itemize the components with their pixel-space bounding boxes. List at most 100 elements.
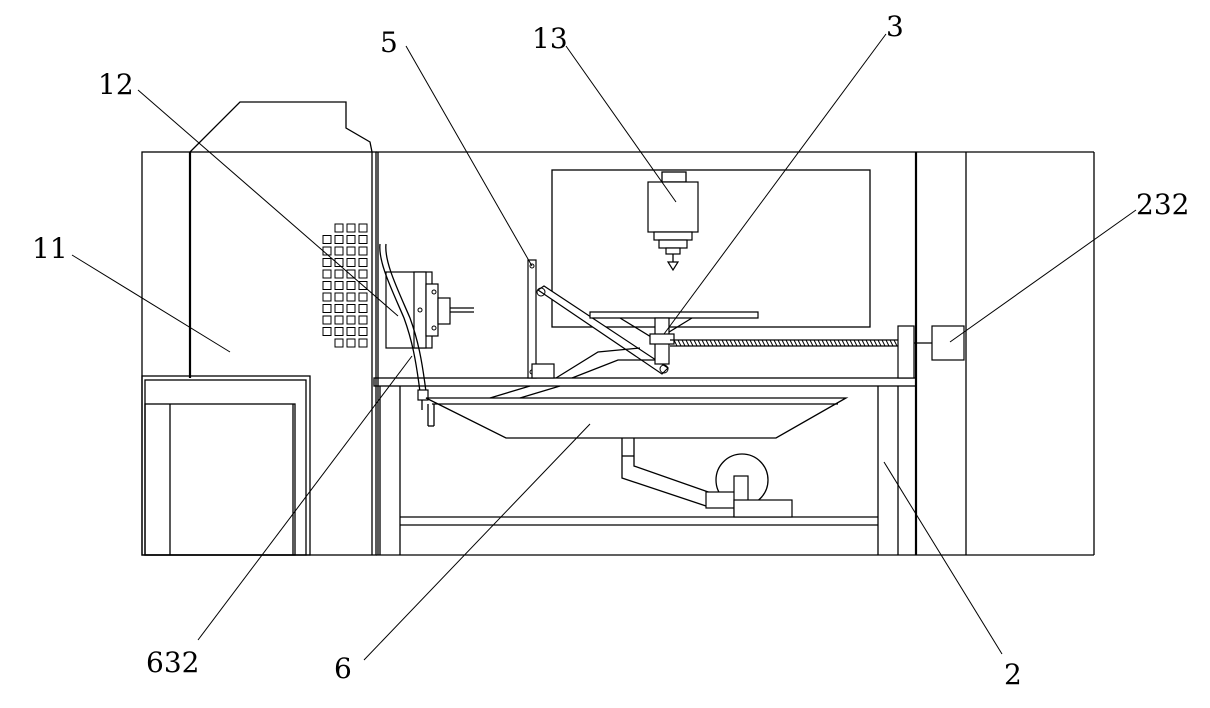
screw-thread [689,339,694,347]
screw-thread [701,339,706,347]
screw-thread [753,339,758,347]
screw-thread [717,339,722,347]
leader-6 [363,423,591,661]
screw-thread [809,339,814,347]
linkage-arm [536,285,759,379]
keypad-key [334,292,344,302]
main-frame [376,151,1095,556]
screw-thread [797,339,802,347]
keypad-key [358,223,368,233]
screw-thread [713,339,718,347]
keypad-key [334,327,344,336]
label-232: 232 [1136,188,1189,221]
keypad-key [358,304,368,313]
keypad-key [322,235,332,244]
screw-thread [769,339,774,347]
keypad-key [358,258,368,267]
keypad-key [346,281,356,290]
left-cabinet [141,151,377,556]
screw-thread [693,339,698,347]
screw-thread [813,339,818,347]
label-11: 11 [32,232,68,265]
screw-thread [725,339,730,347]
keypad-key [358,315,368,325]
spindle-13 [647,171,699,272]
keypad-key [322,281,332,290]
keypad-key [322,327,332,336]
screw-thread [685,339,690,347]
keypad-key [358,281,368,290]
leader-2 [883,461,1003,655]
screw-thread [709,339,714,347]
keypad-key [334,315,344,325]
leader-lines [71,33,1137,661]
screw-thread [877,339,882,347]
screw-thread [793,339,798,347]
screw-thread [873,339,878,347]
label-5: 5 [380,26,398,59]
control-panel-housing [189,101,379,555]
screw-thread [729,339,734,347]
spindle-window [551,169,871,328]
screw-thread [741,339,746,347]
leader-12 [137,89,399,317]
screw-thread [745,339,750,347]
lead-screw [670,325,965,379]
keypad-key [334,235,344,244]
part-labels: 11 12 5 13 3 232 632 6 2 [32,10,1189,691]
keypad-key [346,223,356,233]
screw-thread [805,339,810,347]
screw-thread [821,339,826,347]
drain-pump [621,438,793,518]
screw-thread [825,339,830,347]
screw-thread [673,339,678,347]
plate-5 [527,259,555,379]
keypad-key [334,246,344,256]
screw-thread [785,339,790,347]
screw-thread [885,339,890,347]
screw-thread [737,339,742,347]
keypad-key [346,304,356,313]
keypad-key [334,269,344,279]
work-table [373,377,917,387]
leader-3 [663,33,887,335]
screw-thread [697,339,702,347]
keypad-key [334,338,344,348]
screw-thread [765,339,770,347]
keypad-key [346,338,356,348]
keypad-key [334,223,344,233]
keypad-grid [322,223,368,348]
screw-thread [801,339,806,347]
keypad-key [322,292,332,302]
keypad-key [346,246,356,256]
screw-thread [849,339,854,347]
screw-thread [889,339,894,347]
keypad-key [322,269,332,279]
screw-thread [817,339,822,347]
screw-thread [893,339,898,347]
screw-thread [837,339,842,347]
nozzle-pipe-632 [379,243,429,410]
screw-thread [881,339,886,347]
keypad-key [346,292,356,302]
screw-thread [777,339,782,347]
leader-232 [949,209,1137,343]
label-6: 6 [334,652,352,685]
screw-thread [677,339,682,347]
chip-tray-6 [425,385,849,439]
keypad-key [358,246,368,256]
keypad-key [358,269,368,279]
screw-thread [705,339,710,347]
keypad-key [334,281,344,290]
leader-632 [197,355,413,641]
screw-thread [853,339,858,347]
label-632: 632 [146,646,199,679]
keypad-key [346,327,356,336]
keypad-key [346,258,356,267]
screw-thread [865,339,870,347]
leader-13 [565,45,677,203]
screw-thread [789,339,794,347]
screw-thread [749,339,754,347]
screw-thread [757,339,762,347]
keypad-key [358,235,368,244]
